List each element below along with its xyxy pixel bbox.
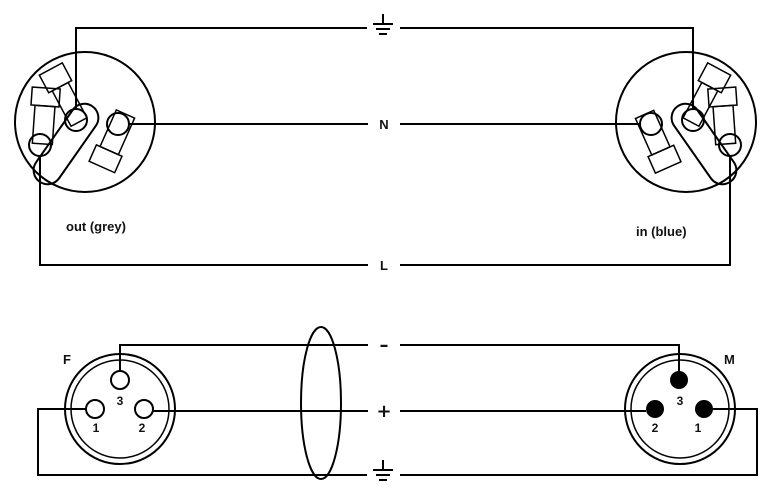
neutral-wire: N [129, 117, 640, 132]
right-power-connector [615, 51, 757, 193]
female-label: F [63, 352, 71, 367]
male-pin-2-label: 2 [652, 421, 659, 435]
live-wire: L [39, 156, 731, 273]
minus-wire: – [119, 335, 680, 371]
xlr-ground-wire [37, 408, 758, 481]
female-pin-3-label: 3 [117, 394, 124, 408]
power-cable-diagram: N L out (grey) in (blue) [14, 14, 757, 273]
female-pin-2-label: 2 [139, 421, 146, 435]
left-connector-label: out (grey) [66, 219, 126, 234]
ground-icon [373, 14, 393, 35]
plus-label: + [376, 401, 391, 422]
male-label: M [724, 352, 735, 367]
right-connector-label: in (blue) [636, 224, 687, 239]
female-pin-1-label: 1 [93, 421, 100, 435]
left-power-connector [14, 51, 156, 193]
plus-wire: + [153, 401, 646, 422]
neutral-label: N [379, 117, 388, 132]
cable-shield [300, 326, 342, 480]
minus-label: – [380, 335, 389, 356]
ground-icon [373, 460, 393, 481]
earth-wire [75, 14, 694, 109]
male-pin-1-label: 1 [695, 421, 702, 435]
xlr-cable-diagram: 3 1 2 F 3 2 1 M – + [37, 326, 758, 481]
male-pin-3-label: 3 [677, 394, 684, 408]
live-label: L [380, 258, 388, 273]
